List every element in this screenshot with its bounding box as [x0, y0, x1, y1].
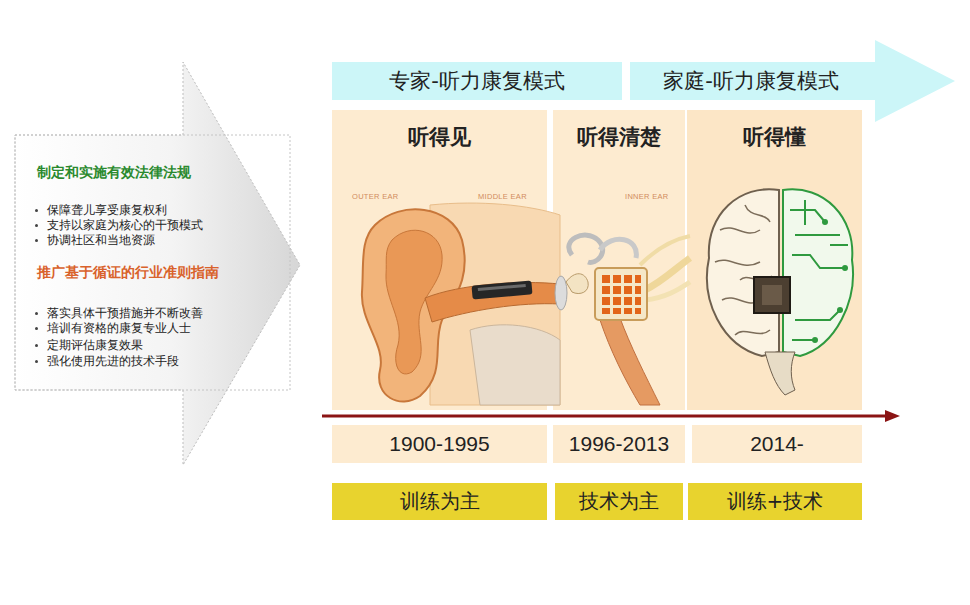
stage-heading: 听得见: [408, 123, 471, 151]
mode-band: 专家-听力康复模式: [332, 62, 622, 100]
stage-column: 听得清楚: [553, 110, 685, 410]
period-box: 1996-2013: [553, 425, 685, 463]
bullet-item: 定期评估康复效果: [33, 338, 143, 352]
policy-arrow: [15, 62, 300, 465]
timeline-head: [885, 410, 900, 422]
focus-box: 训练为主: [332, 483, 547, 520]
timeline-line: [322, 415, 888, 418]
box-text: 家庭-听力康复模式: [663, 67, 839, 95]
brain-illustration: [707, 189, 853, 395]
bullet-item: 协调社区和当地资源: [33, 233, 155, 247]
mode-band: 家庭-听力康复模式: [630, 62, 872, 100]
column-ground: [553, 110, 685, 410]
bullet-item: 保障聋儿享受康复权利: [33, 203, 167, 217]
bullet-item: 培训有资格的康复专业人士: [33, 321, 191, 335]
section-heading: 推广基于循证的行业准则指南: [37, 263, 219, 281]
section-heading: 制定和实施有效法律法规: [37, 163, 191, 181]
part-label: OUTER EAR: [352, 192, 398, 201]
bullet-item: 支持以家庭为核心的干预模式: [33, 218, 203, 232]
period-box: 1900-1995: [332, 425, 547, 463]
bullet-item: 落实具体干预措施并不断改善: [33, 306, 203, 320]
box-text: 1996-2013: [569, 432, 669, 456]
part-label: MIDDLE EAR: [478, 192, 527, 201]
stage-column: 听得见: [332, 110, 547, 410]
ear-illustration: [362, 203, 690, 405]
focus-box: 技术为主: [555, 483, 683, 520]
box-text: 1900-1995: [389, 432, 489, 456]
band-arrow: [630, 40, 955, 122]
dotted-frame: [15, 135, 290, 390]
box-text: 技术为主: [579, 488, 659, 515]
column-ground: [687, 110, 862, 410]
stage-column: 听得懂: [687, 110, 862, 410]
focus-box: 训练+技术: [688, 483, 862, 520]
box-text: 训练为主: [400, 488, 480, 515]
box-text: 专家-听力康复模式: [389, 67, 565, 95]
policy-panel: 制定和实施有效法律法规保障聋儿享受康复权利支持以家庭为核心的干预模式协调社区和当…: [33, 163, 283, 373]
stage-heading: 听得清楚: [577, 123, 661, 151]
stage-heading: 听得懂: [743, 123, 806, 151]
box-text: 2014-: [750, 432, 804, 456]
part-label: INNER EAR: [625, 192, 669, 201]
period-box: 2014-: [692, 425, 862, 463]
bullet-item: 强化使用先进的技术手段: [33, 354, 179, 368]
box-text: 训练+技术: [727, 488, 824, 515]
